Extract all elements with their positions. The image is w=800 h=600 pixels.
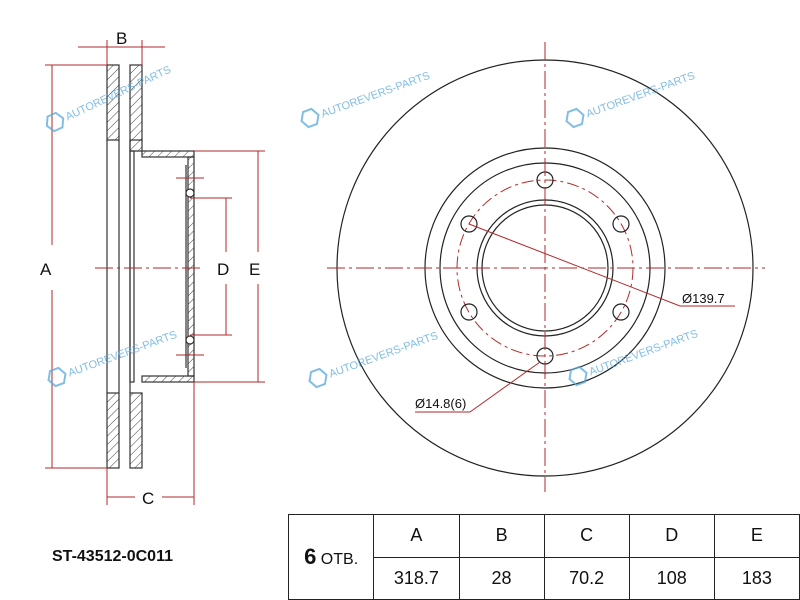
ar-logo-icon — [45, 111, 65, 133]
label-e: E — [249, 260, 260, 279]
svg-text:AUTOREVERS-PARTS: AUTOREVERS-PARTS — [585, 70, 697, 121]
side-section-view — [106, 64, 195, 469]
ar-logo-icon — [300, 107, 320, 129]
ar-logo-icon — [568, 365, 588, 387]
ar-logo-icon — [565, 107, 585, 129]
ar-logo-icon — [308, 367, 328, 389]
label-a: A — [40, 260, 52, 279]
svg-text:AUTOREVERS-PARTS: AUTOREVERS-PARTS — [320, 70, 432, 121]
table-value-row: 318.7 28 70.2 108 183 — [289, 556, 800, 600]
header-e: E — [713, 514, 800, 558]
holes-suffix: ОТВ. — [320, 551, 359, 568]
hole-diameter-label: Ø14.8(6) — [415, 396, 466, 411]
label-c: C — [142, 489, 154, 508]
holes-count-cell: 6 ОТВ. — [287, 514, 375, 600]
header-c: C — [543, 514, 630, 558]
ar-logo-icon — [47, 366, 67, 388]
svg-text:AUTOREVERS-PARTS: AUTOREVERS-PARTS — [67, 329, 179, 380]
value-c: 70.2 — [543, 556, 630, 600]
pcd-label: Ø139.7 — [682, 291, 725, 306]
header-a: A — [373, 514, 460, 558]
label-b: B — [116, 29, 127, 48]
holes-count: 6 — [304, 544, 317, 569]
dimension-lines — [45, 40, 265, 505]
value-d: 108 — [628, 556, 715, 600]
value-b: 28 — [458, 556, 545, 600]
dimensions-table: 6 ОТВ. A B C D E 318.7 28 70.2 108 183 — [287, 514, 800, 600]
bolt-holes — [460, 171, 630, 365]
part-number: ST-43512-0C011 — [52, 548, 173, 565]
table-header-row: 6 ОТВ. A B C D E — [287, 514, 800, 600]
value-e: 183 — [713, 556, 800, 600]
value-a: 318.7 — [373, 556, 460, 600]
header-b: B — [458, 514, 545, 558]
svg-text:AUTOREVERS-PARTS: AUTOREVERS-PARTS — [328, 330, 440, 381]
label-d: D — [217, 260, 229, 279]
header-d: D — [628, 514, 715, 558]
front-view — [327, 42, 765, 492]
